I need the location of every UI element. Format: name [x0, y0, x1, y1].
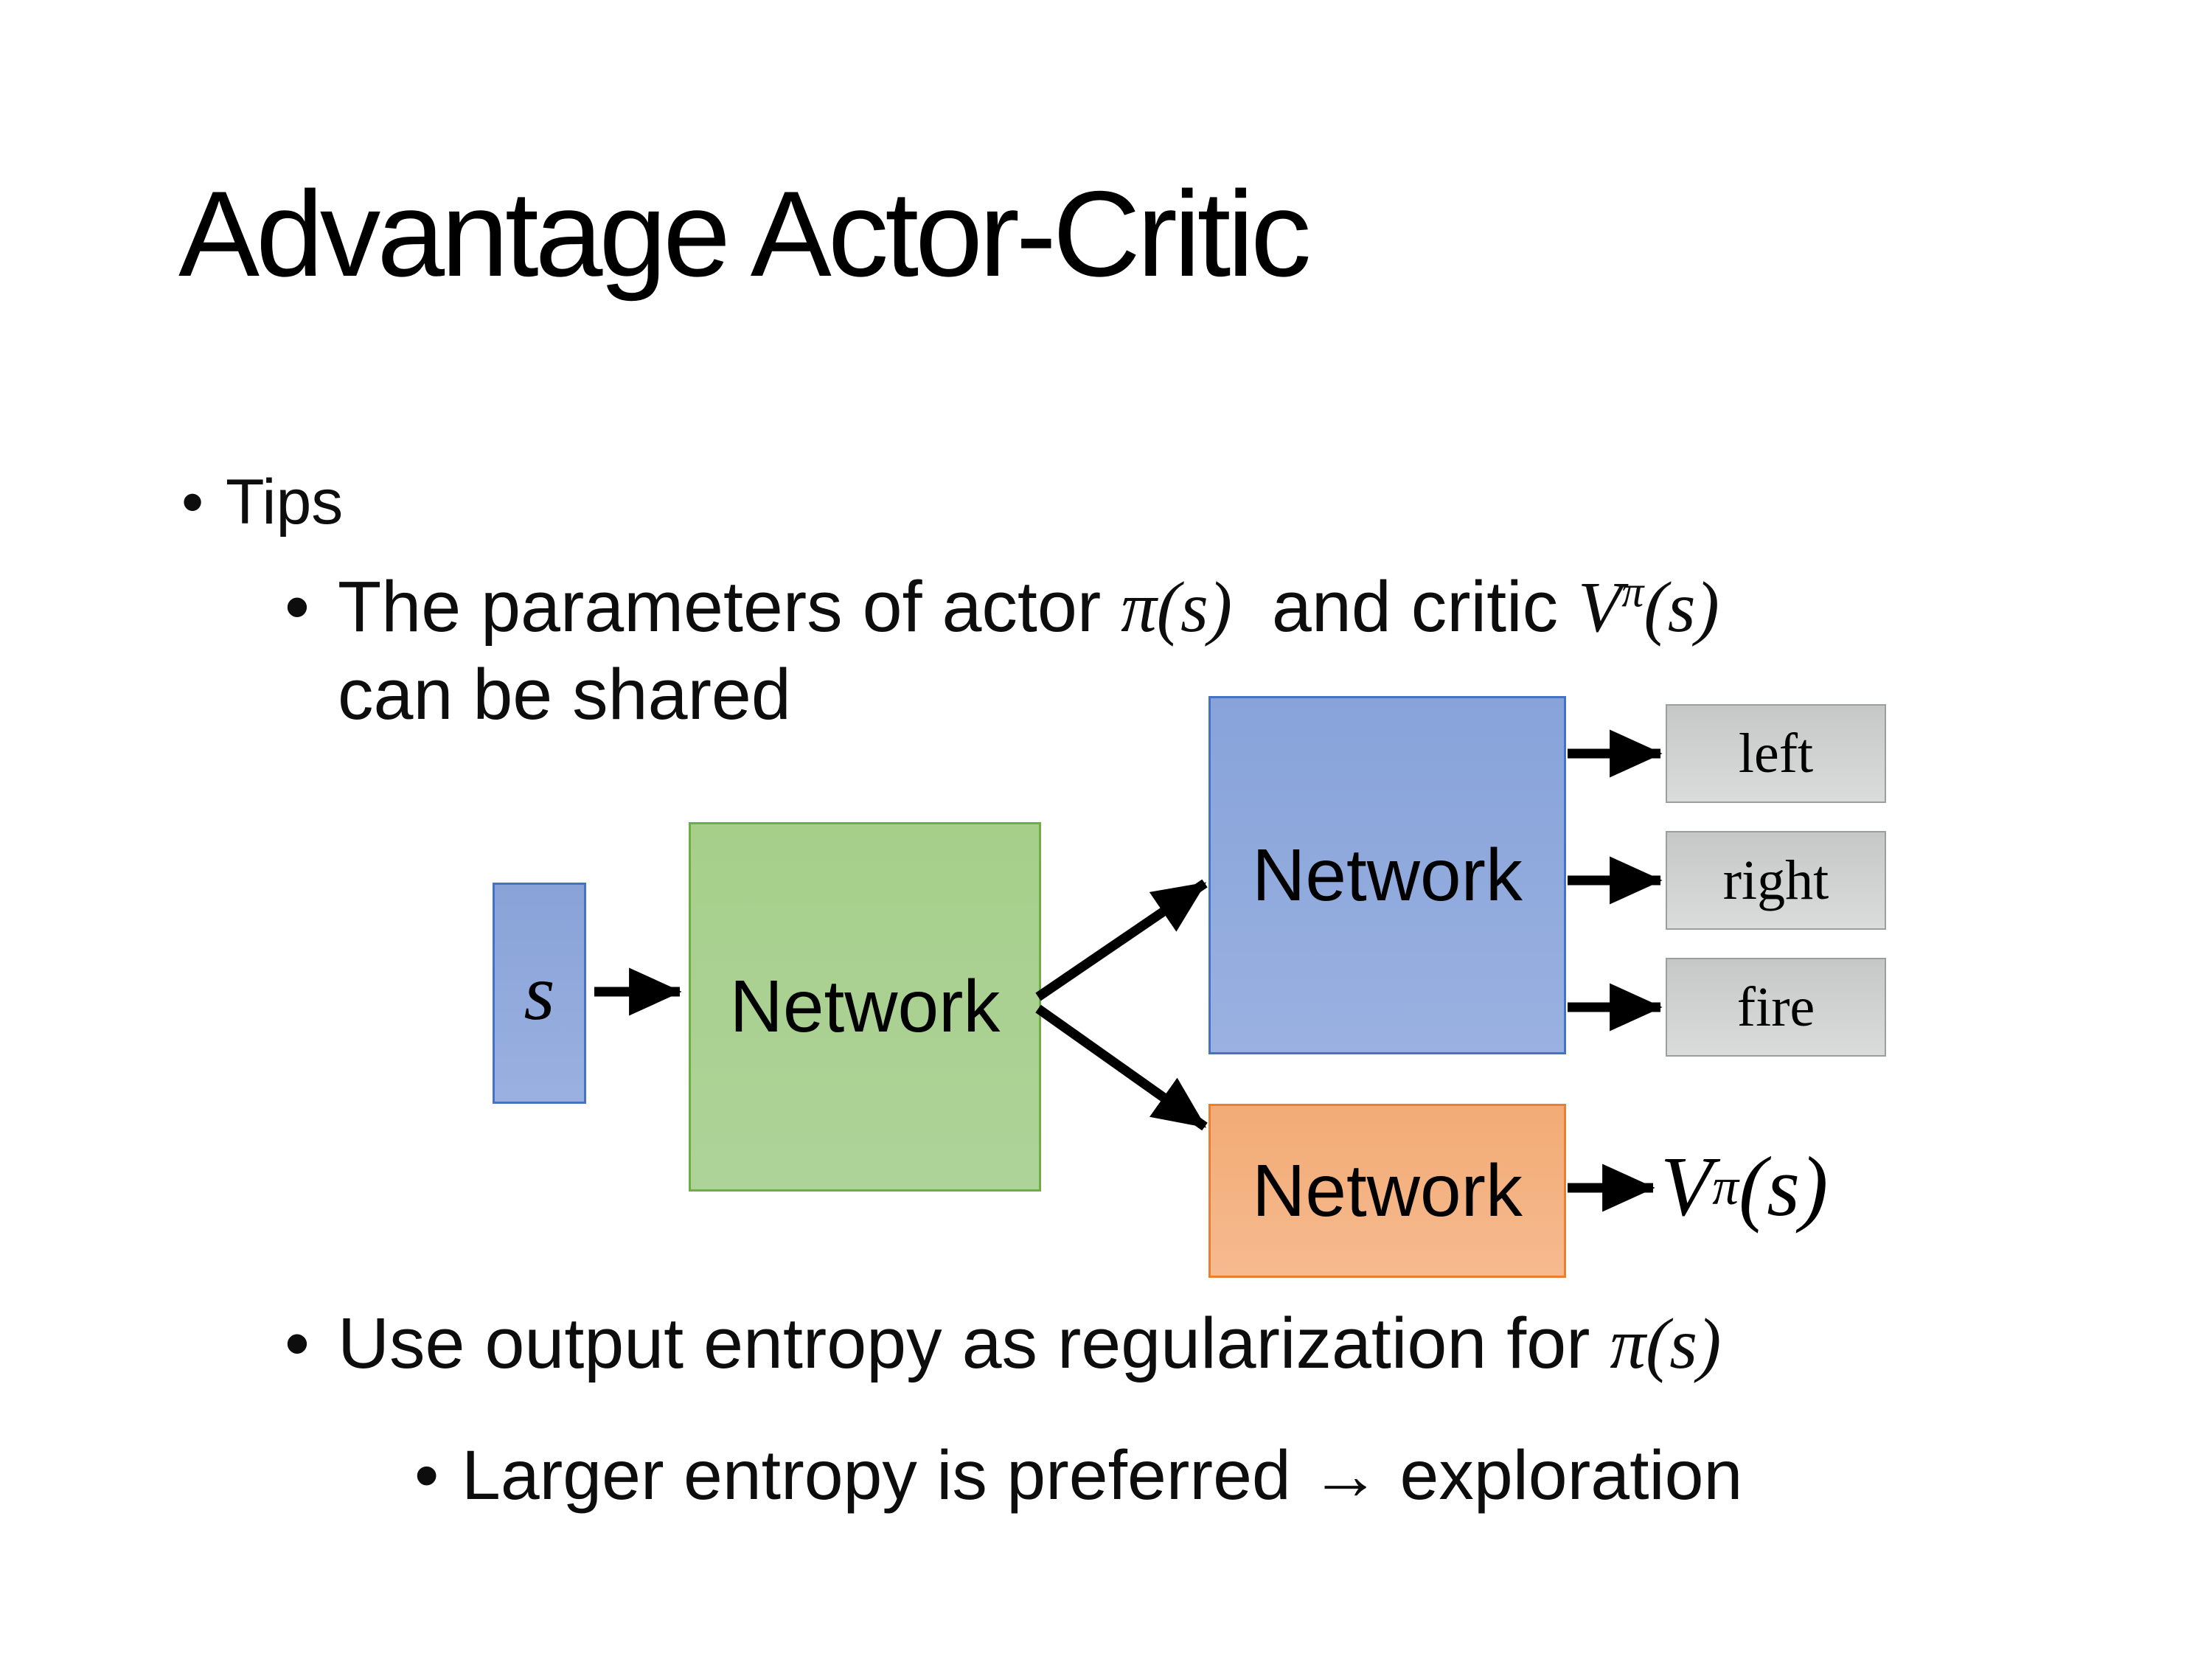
shared-prefix: The parameters of actor [338, 566, 1121, 647]
actor-network-label: Network [1252, 833, 1523, 917]
critic-output-base: V [1660, 1140, 1713, 1234]
shared-line2: can be shared [338, 653, 791, 734]
action-box-right: right [1666, 831, 1886, 930]
bullet-icon: • [414, 1436, 439, 1514]
action-label-right: right [1722, 849, 1829, 911]
bullet-tips: • Tips [181, 465, 343, 540]
critic-math-args: (s) [1644, 568, 1719, 647]
critic-math-sup: π [1621, 567, 1644, 617]
critic-network-label: Network [1252, 1149, 1523, 1232]
bullet-shared-parameters: • The parameters of actor π(s) and criti… [285, 563, 1719, 738]
bullet-icon: • [285, 566, 310, 647]
bullet-icon: • [285, 1303, 310, 1383]
bullet-icon: • [181, 467, 204, 538]
shared-mid: and critic [1232, 566, 1579, 647]
entropy-math: π(s) [1610, 1304, 1722, 1383]
action-box-left: left [1666, 704, 1886, 803]
critic-math: Vπ(s) [1578, 568, 1719, 647]
shared-parameters-text: The parameters of actor π(s) and critic … [338, 563, 1719, 738]
page-title: Advantage Actor-Critic [178, 166, 1312, 302]
tips-label: Tips [226, 467, 344, 538]
shared-network-label: Network [729, 965, 1001, 1048]
critic-output-args: (s) [1738, 1140, 1829, 1234]
action-label-left: left [1738, 722, 1814, 785]
state-input-box: s [493, 883, 586, 1104]
bullet-larger-entropy: • Larger entropy is preferred → explorat… [414, 1433, 1742, 1517]
shared-network-box: Network [689, 822, 1041, 1192]
action-label-fire: fire [1736, 975, 1815, 1038]
critic-math-base: V [1578, 568, 1622, 647]
arrow-shared-to-actor [1035, 879, 1208, 1001]
actor-math: π(s) [1121, 568, 1233, 647]
larger-entropy-text: Larger entropy is preferred → exploratio… [462, 1436, 1743, 1514]
actor-network-box: Network [1208, 696, 1566, 1054]
arrow-shared-to-critic [1035, 1004, 1208, 1131]
entropy-regularization-text: Use output entropy as regularization for… [338, 1300, 1721, 1388]
bullet-entropy-regularization: • Use output entropy as regularization f… [285, 1300, 1721, 1388]
state-input-label: s [524, 949, 555, 1037]
entropy-prefix: Use output entropy as regularization for [338, 1303, 1610, 1383]
action-box-fire: fire [1666, 958, 1886, 1057]
critic-network-box: Network [1208, 1104, 1566, 1278]
